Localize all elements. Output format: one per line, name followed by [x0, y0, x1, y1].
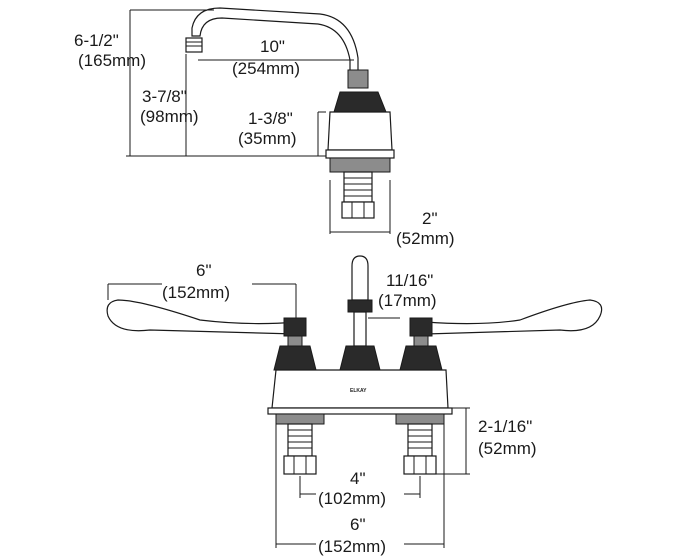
valve-cap: [333, 91, 387, 113]
spout-front-collar: [347, 299, 373, 313]
right-nut: [403, 455, 437, 475]
base-width-in: 2": [422, 209, 438, 228]
center-spacing-in: 4": [350, 469, 366, 488]
spout-collar: [347, 69, 369, 89]
right-handle-hub: [409, 317, 433, 337]
left-handle: [106, 299, 297, 335]
right-shank: [407, 423, 433, 457]
left-handle-hub: [283, 317, 307, 337]
shank: [343, 171, 373, 203]
right-valve-stem: [413, 335, 429, 347]
overall-width-in: 6": [350, 515, 366, 534]
base-plate: [325, 149, 395, 159]
side-view: [126, 7, 395, 234]
spout-reach-in: 10": [260, 37, 285, 56]
right-handle: [425, 299, 603, 335]
shank-nut: [341, 201, 375, 219]
spout-front: [351, 255, 369, 301]
spout-diameter-in: 11/16": [386, 271, 433, 290]
center-spacing-mm: (102mm): [318, 489, 386, 508]
front-base-plate: [267, 407, 453, 415]
left-shank: [287, 423, 313, 457]
aerator: [185, 37, 203, 53]
spout-height-mm: (98mm): [140, 107, 199, 126]
right-valve-cap: [399, 345, 443, 371]
base-width-mm: (52mm): [396, 229, 455, 248]
spout-front-stem: [353, 311, 367, 347]
overall-height-mm: (165mm): [78, 51, 146, 70]
faucet-body: [327, 111, 393, 151]
shank-length-mm: (52mm): [478, 439, 537, 458]
spout-front-cap: [339, 345, 381, 371]
base-height-mm: (35mm): [238, 129, 297, 148]
right-gasket: [395, 413, 445, 425]
handle-length-in: 6": [196, 261, 212, 280]
left-nut: [283, 455, 317, 475]
spout-diameter-mm: (17mm): [378, 291, 437, 310]
overall-width-mm: (152mm): [318, 537, 386, 556]
front-view: ELKAY: [106, 255, 603, 548]
gasket: [329, 157, 391, 173]
handle-length-mm: (152mm): [162, 283, 230, 302]
shank-length-in: 2-1/16": [478, 417, 532, 436]
brand-mark: ELKAY: [350, 388, 367, 394]
left-gasket: [275, 413, 325, 425]
base-height-in: 1-3/8": [248, 109, 293, 128]
left-valve-stem: [287, 335, 303, 347]
left-valve-cap: [273, 345, 317, 371]
overall-height-in: 6-1/2": [74, 31, 119, 50]
spout-reach-mm: (254mm): [232, 59, 300, 78]
spout-height-in: 3-7/8": [142, 87, 187, 106]
